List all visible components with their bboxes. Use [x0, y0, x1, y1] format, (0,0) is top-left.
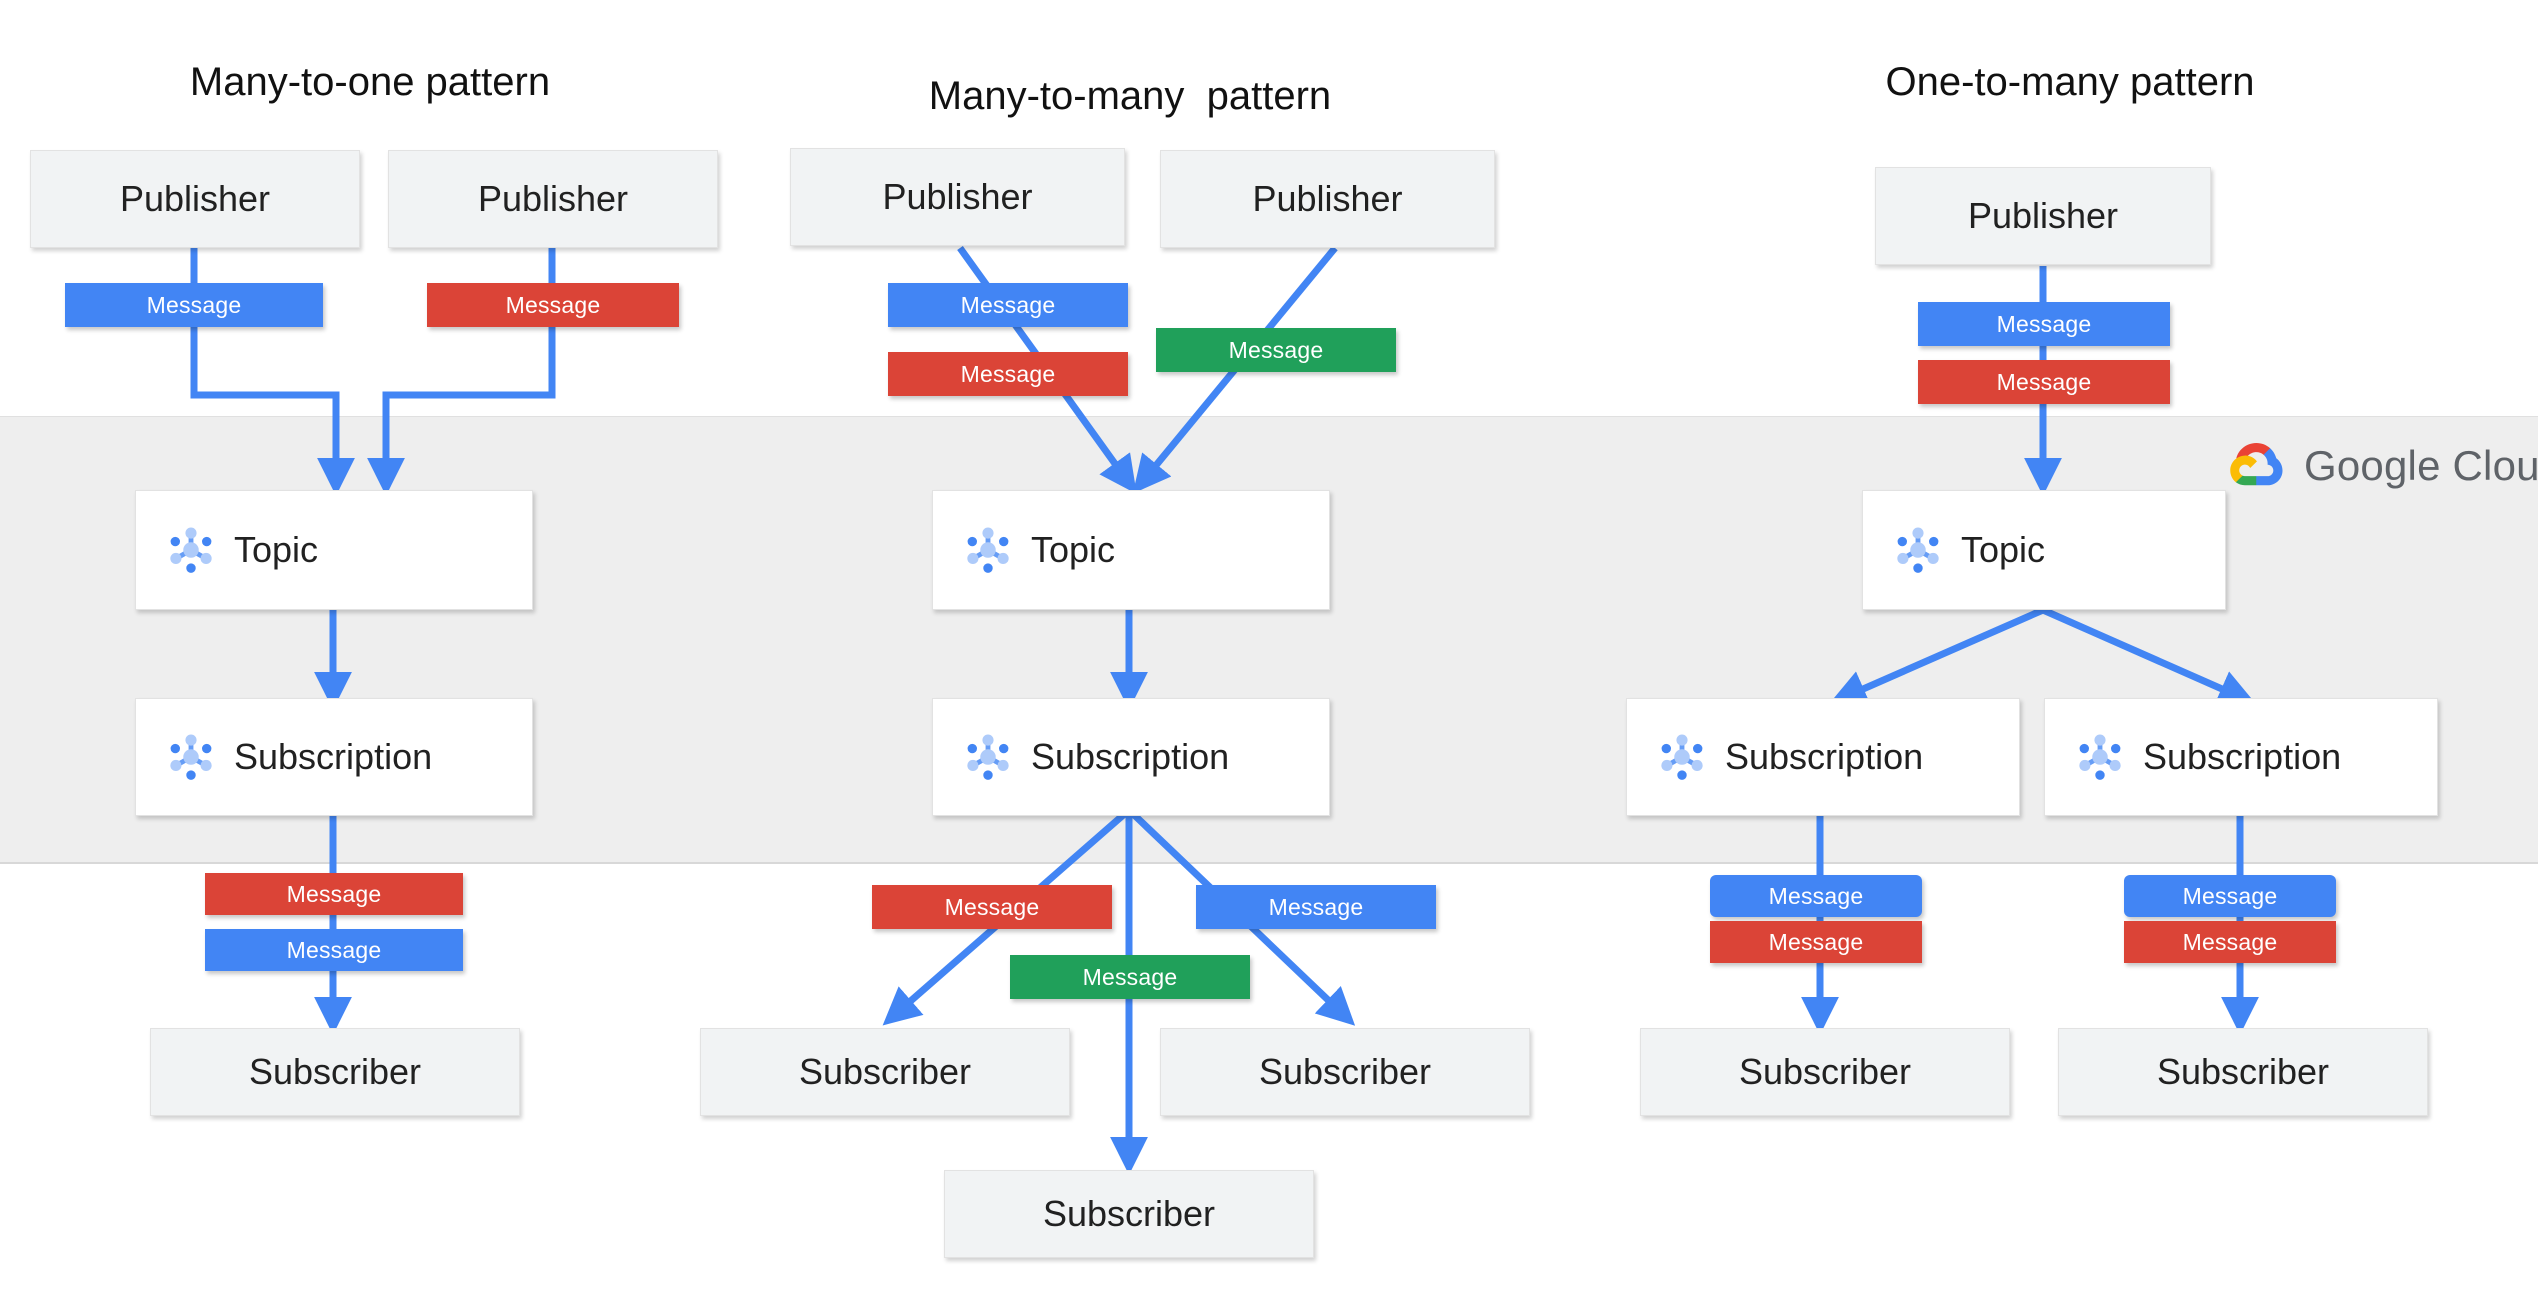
- message-chip: Message: [1010, 955, 1250, 999]
- pubsub-subscription-icon: [162, 728, 220, 786]
- subscriber-box[interactable]: Subscriber: [1640, 1028, 2010, 1116]
- heading-one-to-many: One-to-many pattern: [1885, 60, 2255, 104]
- subscription-box[interactable]: Subscription: [2044, 698, 2438, 816]
- message-chip: Message: [888, 283, 1128, 327]
- subscriber-label: Subscriber: [1042, 1193, 1216, 1234]
- message-chip: Message: [65, 283, 323, 327]
- message-label: Message: [286, 936, 382, 963]
- message-chip: Message: [1918, 302, 2170, 346]
- subscriber-box[interactable]: Subscriber: [944, 1170, 1314, 1258]
- message-chip: Message: [888, 352, 1128, 396]
- brand-google-text: Google: [2304, 441, 2441, 489]
- heading-many-to-one: Many-to-one pattern: [189, 60, 551, 104]
- message-chip: Message: [1710, 921, 1922, 963]
- subscription-label: Subscription: [2143, 736, 2342, 777]
- subscription-box[interactable]: Subscription: [135, 698, 533, 816]
- message-label: Message: [146, 291, 242, 318]
- subscription-label: Subscription: [1031, 736, 1230, 777]
- subscriber-label: Subscriber: [1738, 1051, 1912, 1092]
- message-label: Message: [960, 360, 1056, 387]
- publisher-box[interactable]: Publisher: [388, 150, 718, 248]
- message-label: Message: [2182, 882, 2278, 909]
- subscriber-label: Subscriber: [798, 1051, 972, 1092]
- heading-many-to-many: Many-to-many pattern: [928, 74, 1332, 118]
- topic-box[interactable]: Topic: [932, 490, 1330, 610]
- publisher-label: Publisher: [1967, 195, 2119, 236]
- subscriber-box[interactable]: Subscriber: [700, 1028, 1070, 1116]
- topic-box[interactable]: Topic: [1862, 490, 2226, 610]
- message-chip: Message: [872, 885, 1112, 929]
- message-chip: Message: [1918, 360, 2170, 404]
- subscriber-label: Subscriber: [1258, 1051, 1432, 1092]
- message-chip: Message: [205, 929, 463, 971]
- message-chip: Message: [2124, 921, 2336, 963]
- google-cloud-wordmark: Google Cloud: [2304, 442, 2538, 490]
- message-chip: Message: [1196, 885, 1436, 929]
- google-cloud-brand-lockup: Google Cloud: [2230, 440, 2538, 491]
- brand-cloud-text: Cloud: [2452, 441, 2538, 489]
- message-label: Message: [1268, 893, 1364, 920]
- message-label: Message: [505, 291, 601, 318]
- publisher-box[interactable]: Publisher: [30, 150, 360, 248]
- pubsub-subscription-icon: [2071, 728, 2129, 786]
- subscriber-box[interactable]: Subscriber: [2058, 1028, 2428, 1116]
- subscriber-box[interactable]: Subscriber: [150, 1028, 520, 1116]
- publisher-box[interactable]: Publisher: [790, 148, 1125, 246]
- subscription-label: Subscription: [234, 736, 433, 777]
- message-label: Message: [1996, 310, 2092, 337]
- message-label: Message: [1768, 882, 1864, 909]
- message-label: Message: [1996, 368, 2092, 395]
- message-chip: Message: [1156, 328, 1396, 372]
- message-chip: Message: [1710, 875, 1922, 917]
- message-chip: Message: [2124, 875, 2336, 917]
- topic-box[interactable]: Topic: [135, 490, 533, 610]
- subscription-box[interactable]: Subscription: [932, 698, 1330, 816]
- message-label: Message: [960, 291, 1056, 318]
- message-label: Message: [1082, 963, 1178, 990]
- message-label: Message: [1228, 336, 1324, 363]
- subscriber-label: Subscriber: [248, 1051, 422, 1092]
- google-cloud-logo-icon: [2230, 440, 2286, 491]
- pubsub-topic-icon: [959, 521, 1017, 579]
- publisher-box[interactable]: Publisher: [1875, 167, 2211, 265]
- subscription-label: Subscription: [1725, 736, 1924, 777]
- publisher-box[interactable]: Publisher: [1160, 150, 1495, 248]
- message-label: Message: [286, 880, 382, 907]
- pubsub-subscription-icon: [959, 728, 1017, 786]
- publisher-label: Publisher: [1252, 178, 1403, 219]
- message-label: Message: [1768, 928, 1864, 955]
- publisher-label: Publisher: [119, 178, 271, 219]
- publisher-label: Publisher: [477, 178, 629, 219]
- topic-label: Topic: [234, 529, 319, 570]
- message-chip: Message: [205, 873, 463, 915]
- pubsub-topic-icon: [162, 521, 220, 579]
- topic-label: Topic: [1961, 529, 2046, 570]
- message-label: Message: [944, 893, 1040, 920]
- subscriber-label: Subscriber: [2156, 1051, 2330, 1092]
- publisher-label: Publisher: [882, 176, 1033, 217]
- subscriber-box[interactable]: Subscriber: [1160, 1028, 1530, 1116]
- pubsub-topic-icon: [1889, 521, 1947, 579]
- message-label: Message: [2182, 928, 2278, 955]
- pubsub-subscription-icon: [1653, 728, 1711, 786]
- topic-label: Topic: [1031, 529, 1116, 570]
- subscription-box[interactable]: Subscription: [1626, 698, 2020, 816]
- message-chip: Message: [427, 283, 679, 327]
